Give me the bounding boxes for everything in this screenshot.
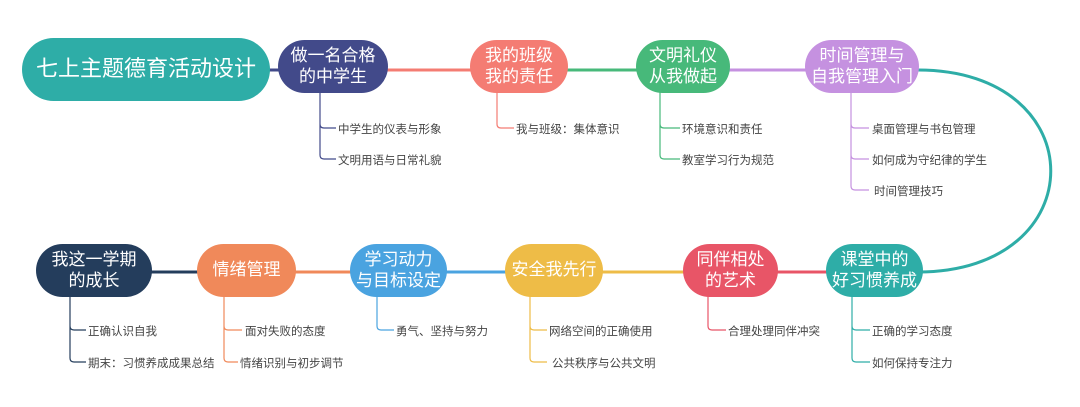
subtopic[interactable]: 正确的学习态度 <box>872 324 953 338</box>
subtopic[interactable]: 正确认识自我 <box>88 324 157 338</box>
topic-semester-growth[interactable]: 我这一学期 的成长 <box>36 244 152 297</box>
subtopic[interactable]: 网络空间的正确使用 <box>549 324 653 338</box>
topic-emotion[interactable]: 情绪管理 <box>197 244 296 297</box>
subtopic[interactable]: 情绪识别与初步调节 <box>240 356 344 370</box>
subtopic[interactable]: 教室学习行为规范 <box>682 153 774 167</box>
subtopic[interactable]: 合理处理同伴冲突 <box>728 324 820 338</box>
topic-peers[interactable]: 同伴相处 的艺术 <box>683 244 778 297</box>
subtopic[interactable]: 如何保持专注力 <box>872 356 953 370</box>
subtopic[interactable]: 我与班级：集体意识 <box>516 122 620 136</box>
subtopic[interactable]: 中学生的仪表与形象 <box>338 122 442 136</box>
subtopic[interactable]: 勇气、坚持与努力 <box>396 324 488 338</box>
subtopic[interactable]: 如何成为守纪律的学生 <box>872 153 987 167</box>
subtopic[interactable]: 面对失败的态度 <box>245 324 326 338</box>
subtopic[interactable]: 时间管理技巧 <box>874 184 943 198</box>
subtopic[interactable]: 公共秩序与公共文明 <box>552 356 656 370</box>
subtopic[interactable]: 文明用语与日常礼貌 <box>338 153 442 167</box>
topic-classroom-habits[interactable]: 课堂中的 好习惯养成 <box>826 244 923 297</box>
topic-motivation[interactable]: 学习动力 与目标设定 <box>350 244 447 297</box>
topic-my-class[interactable]: 我的班级 我的责任 <box>470 40 568 93</box>
subtopic[interactable]: 环境意识和责任 <box>682 122 763 136</box>
topic-time-management[interactable]: 时间管理与 自我管理入门 <box>805 40 919 93</box>
subtopic[interactable]: 期末：习惯养成成果总结 <box>88 356 215 370</box>
connector-curve <box>917 68 1053 274</box>
topic-etiquette[interactable]: 文明礼仪 从我做起 <box>636 40 730 93</box>
subtopic[interactable]: 桌面管理与书包管理 <box>872 122 976 136</box>
topic-safety[interactable]: 安全我先行 <box>505 244 603 297</box>
topic-qualified-student[interactable]: 做一名合格 的中学生 <box>278 40 388 93</box>
root-topic[interactable]: 七上主题德育活动设计 <box>22 38 270 101</box>
